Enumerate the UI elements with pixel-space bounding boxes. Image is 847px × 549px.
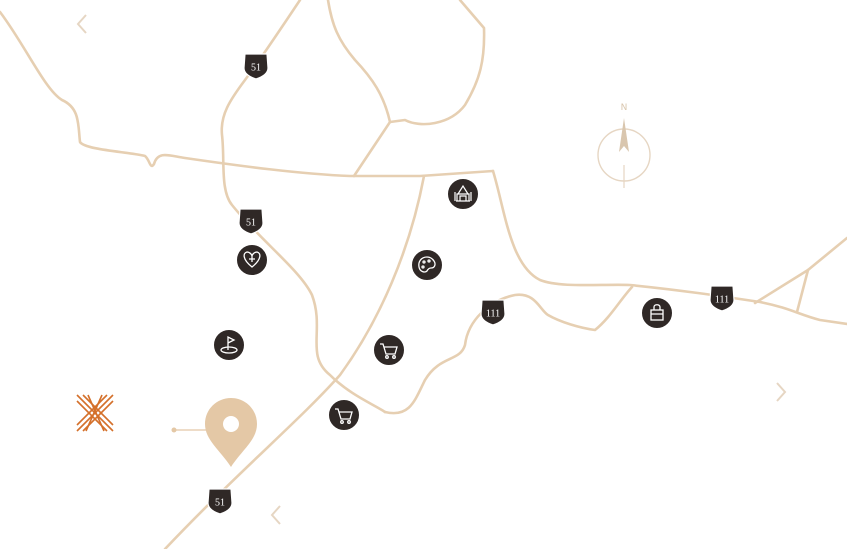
poi-shopping-cart-marker[interactable] [372, 333, 406, 367]
chevron-right-icon[interactable] [773, 380, 789, 404]
location-pin[interactable] [171, 398, 258, 467]
us111-shield-label: 111 [715, 295, 729, 306]
poi-temple-marker[interactable] [446, 177, 480, 211]
road-us111 [491, 169, 847, 326]
poi-health-marker[interactable] [235, 243, 269, 277]
heart-plus-icon [243, 251, 261, 268]
palette-icon [418, 256, 436, 273]
compass: N [597, 103, 651, 188]
golf-flag-icon [220, 335, 238, 354]
road-east-spur [795, 268, 810, 314]
compass-needle-icon [619, 118, 629, 152]
chevron-left-icon[interactable] [268, 503, 284, 527]
us51-shield-south: 51 [207, 488, 233, 515]
us51-shield-north: 51 [243, 53, 269, 80]
road-south-loop [383, 285, 634, 415]
us51-shield-label: 51 [251, 63, 261, 74]
us51-shield-label: 51 [246, 218, 256, 229]
poi-golf-marker[interactable] [212, 328, 246, 362]
road-connector [352, 120, 392, 178]
shopping-cart-icon [380, 343, 398, 359]
brand-logo [76, 394, 114, 432]
us51-shield-middle: 51 [238, 208, 264, 235]
us111-shield-label: 111 [486, 309, 500, 320]
us111-shield-west: 111 [480, 299, 506, 326]
compass-north-label: N [621, 103, 628, 113]
road-north-loop [326, 0, 486, 126]
shopping-bag-icon [650, 304, 664, 321]
poi-grocery-cart-marker[interactable] [327, 398, 361, 432]
map-pin-icon [205, 398, 257, 467]
road-northwest [0, 10, 495, 178]
road-us51-south [163, 174, 426, 549]
shopping-cart-icon [335, 408, 353, 424]
poi-art-marker[interactable] [410, 248, 444, 282]
us111-shield-east: 111 [709, 285, 735, 312]
us51-shield-label: 51 [215, 498, 225, 509]
chevron-left-icon[interactable] [74, 12, 90, 36]
temple-icon [454, 184, 472, 202]
poi-shopping-bag-marker[interactable] [640, 296, 674, 330]
